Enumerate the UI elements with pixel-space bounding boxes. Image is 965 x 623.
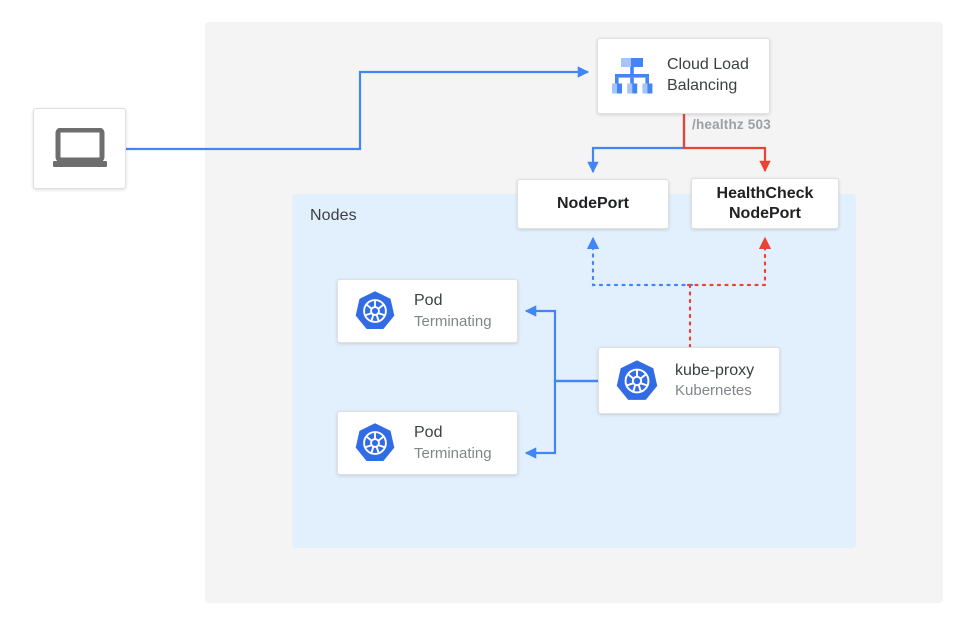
kube-proxy-title: kube-proxy — [675, 361, 755, 379]
kube-proxy-subtitle: Kubernetes — [675, 382, 752, 400]
cloud-load-balancing-label: Cloud Load Balancing — [667, 55, 749, 97]
pod-label-group: Pod Terminating — [414, 291, 492, 331]
nodes-panel-label: Nodes — [310, 207, 357, 224]
healthz-status-label: /healthz 503 — [692, 117, 771, 132]
healthcheck-nodeport-label-line1: HealthCheck — [716, 184, 814, 202]
pod-status: Terminating — [414, 444, 492, 462]
healthcheck-nodeport-box[interactable]: HealthCheck NodePort — [691, 178, 839, 229]
laptop-icon — [52, 127, 108, 170]
pod-status: Terminating — [414, 312, 492, 330]
pod-title: Pod — [414, 292, 443, 310]
pod-box-2[interactable]: Pod Terminating — [337, 411, 518, 475]
cloud-load-balancing-title-line1: Cloud Load — [667, 56, 749, 74]
kube-proxy-label-group: kube-proxy Kubernetes — [675, 361, 754, 401]
healthcheck-nodeport-label: HealthCheck NodePort — [717, 184, 814, 224]
client-device-box[interactable] — [33, 108, 126, 189]
kube-proxy-box[interactable]: kube-proxy Kubernetes — [598, 347, 780, 414]
pod-title: Pod — [414, 424, 443, 442]
cloud-load-balancing-box[interactable]: Cloud Load Balancing — [597, 38, 770, 114]
healthcheck-nodeport-label-line2: NodePort — [728, 204, 801, 222]
kubernetes-icon — [354, 290, 396, 332]
cloud-load-balancing-title-line2: Balancing — [667, 77, 738, 94]
pod-label-group: Pod Terminating — [414, 423, 492, 463]
kubernetes-icon — [615, 359, 659, 403]
cloud-load-balancing-icon — [610, 56, 654, 96]
kubernetes-icon — [354, 422, 396, 464]
nodeport-label: NodePort — [557, 195, 629, 212]
pod-box-1[interactable]: Pod Terminating — [337, 279, 518, 343]
nodeport-box[interactable]: NodePort — [517, 179, 669, 229]
